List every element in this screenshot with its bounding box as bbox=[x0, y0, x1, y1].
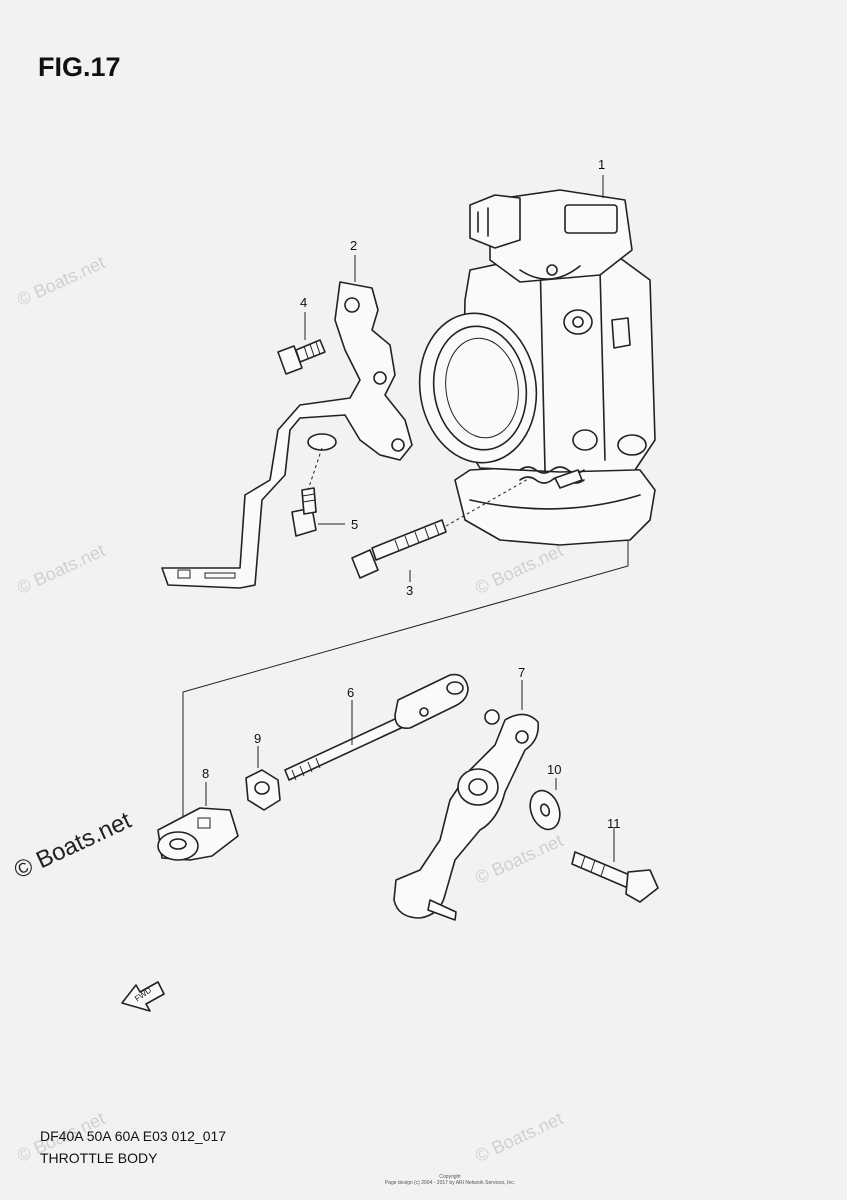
callout-7: 7 bbox=[518, 665, 526, 680]
forward-direction-arrow-icon bbox=[121, 981, 165, 1012]
throttle-body-part[interactable] bbox=[410, 189, 656, 546]
figure-title: FIG.17 bbox=[38, 52, 121, 82]
callout-11: 11 bbox=[607, 816, 621, 831]
connector-part-8[interactable] bbox=[157, 807, 239, 861]
bolt-part-11[interactable] bbox=[571, 851, 659, 903]
nut-part-9[interactable] bbox=[245, 769, 281, 811]
lever-shaft-part-6[interactable] bbox=[284, 673, 469, 781]
callout-3: 3 bbox=[406, 583, 414, 598]
bolt-part-4[interactable] bbox=[277, 339, 326, 375]
callout-6: 6 bbox=[347, 685, 355, 700]
copyright-notice: Copyright Page design (c) 2004 - 2017 by… bbox=[370, 1174, 530, 1186]
section-title: THROTTLE BODY bbox=[40, 1150, 158, 1166]
throttle-lever-part-7[interactable] bbox=[393, 709, 540, 921]
bracket-part[interactable] bbox=[161, 281, 413, 589]
model-code: DF40A 50A 60A E03 012_017 bbox=[40, 1128, 227, 1144]
bolt-part-3[interactable] bbox=[351, 519, 447, 579]
washer-part-10[interactable] bbox=[525, 786, 565, 833]
copyright-line: Page design (c) 2004 - 2017 by ARI Netwo… bbox=[384, 1180, 516, 1186]
callout-10: 10 bbox=[547, 762, 562, 777]
callout-2: 2 bbox=[350, 238, 358, 253]
bolt-part-5[interactable] bbox=[291, 487, 317, 537]
callout-9: 9 bbox=[254, 731, 262, 746]
callout-1: 1 bbox=[598, 157, 606, 172]
callout-4: 4 bbox=[300, 295, 308, 310]
callout-8: 8 bbox=[202, 766, 210, 781]
copyright-line: Copyright bbox=[439, 1174, 461, 1180]
callout-5: 5 bbox=[351, 517, 359, 532]
